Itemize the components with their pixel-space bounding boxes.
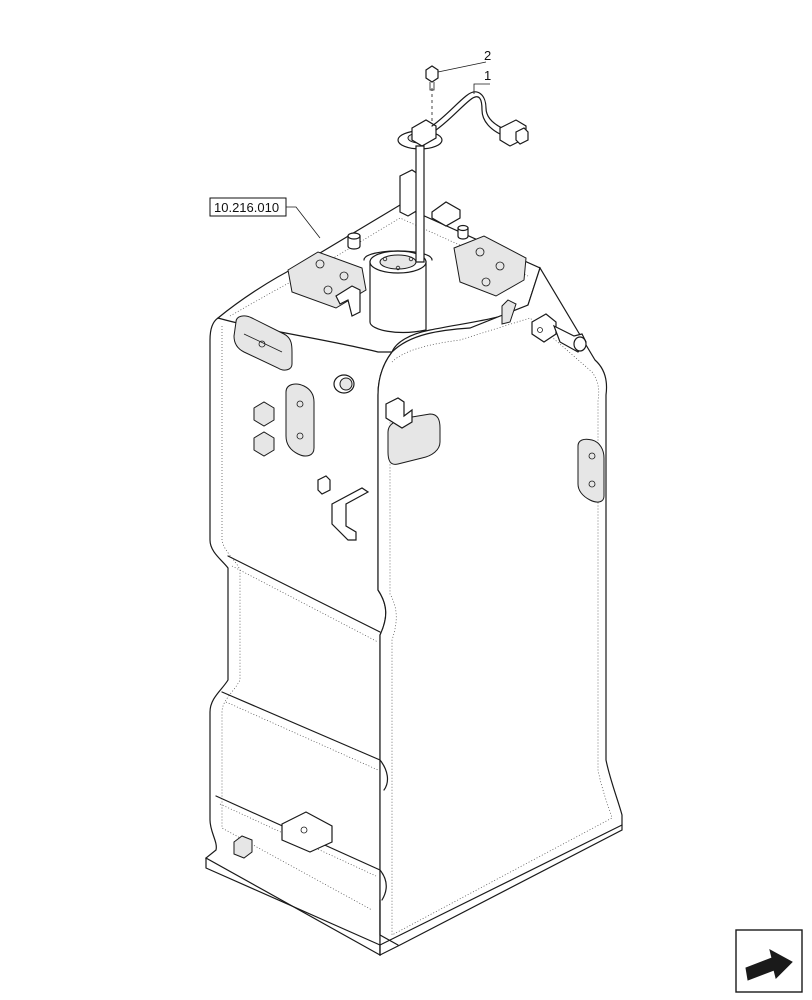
tank-right-border	[389, 317, 613, 936]
reference-label: 10.216.010	[214, 200, 279, 215]
rear-top-bracket	[399, 169, 419, 217]
tank-base-right	[379, 824, 623, 946]
tank-top-features	[287, 169, 527, 333]
reference-callout: 10.216.010	[209, 197, 321, 239]
arrow-icon[interactable]	[735, 929, 803, 993]
bottom-bracket	[281, 811, 333, 853]
left-face-step-lower-dot	[225, 701, 379, 771]
tank-base-corner	[379, 899, 399, 946]
rubber-pad-middle	[285, 383, 315, 457]
l-bracket-right-face	[385, 397, 413, 429]
top-boss	[347, 232, 361, 250]
small-stud	[317, 475, 331, 495]
rubber-pad-upper	[233, 315, 293, 371]
hex-nut-bottom	[233, 835, 253, 859]
tank-left-border	[221, 326, 373, 911]
callout-2: 2	[437, 48, 491, 73]
round-boss	[333, 374, 355, 394]
square-nut-1	[253, 401, 275, 427]
right-top-bracket	[431, 201, 461, 227]
tank-base-front	[215, 795, 387, 901]
callout-label-2: 2	[484, 48, 491, 63]
vertical-pad-right	[577, 438, 605, 503]
fuel-level-sender	[397, 91, 529, 263]
right-face-features	[385, 299, 605, 503]
top-edge-dotted	[229, 217, 529, 317]
left-face-step-lower	[221, 691, 389, 791]
left-top-bracket	[335, 285, 361, 317]
square-nut-2	[253, 431, 275, 457]
tank-right-face	[377, 266, 623, 956]
left-face-step-upper	[227, 555, 381, 633]
callout-label-1: 1	[484, 68, 491, 83]
tank-base	[205, 857, 381, 956]
top-boss-right	[457, 224, 469, 240]
small-block	[501, 299, 517, 325]
filler-neck	[363, 250, 433, 333]
drain-fitting	[531, 313, 587, 353]
l-bracket-left-face	[331, 487, 370, 541]
left-face-features	[233, 315, 370, 859]
right-mount-plate	[453, 235, 527, 297]
left-face-step-upper-dot	[231, 565, 379, 643]
callout-1: 1	[473, 68, 491, 94]
screw	[425, 65, 439, 91]
